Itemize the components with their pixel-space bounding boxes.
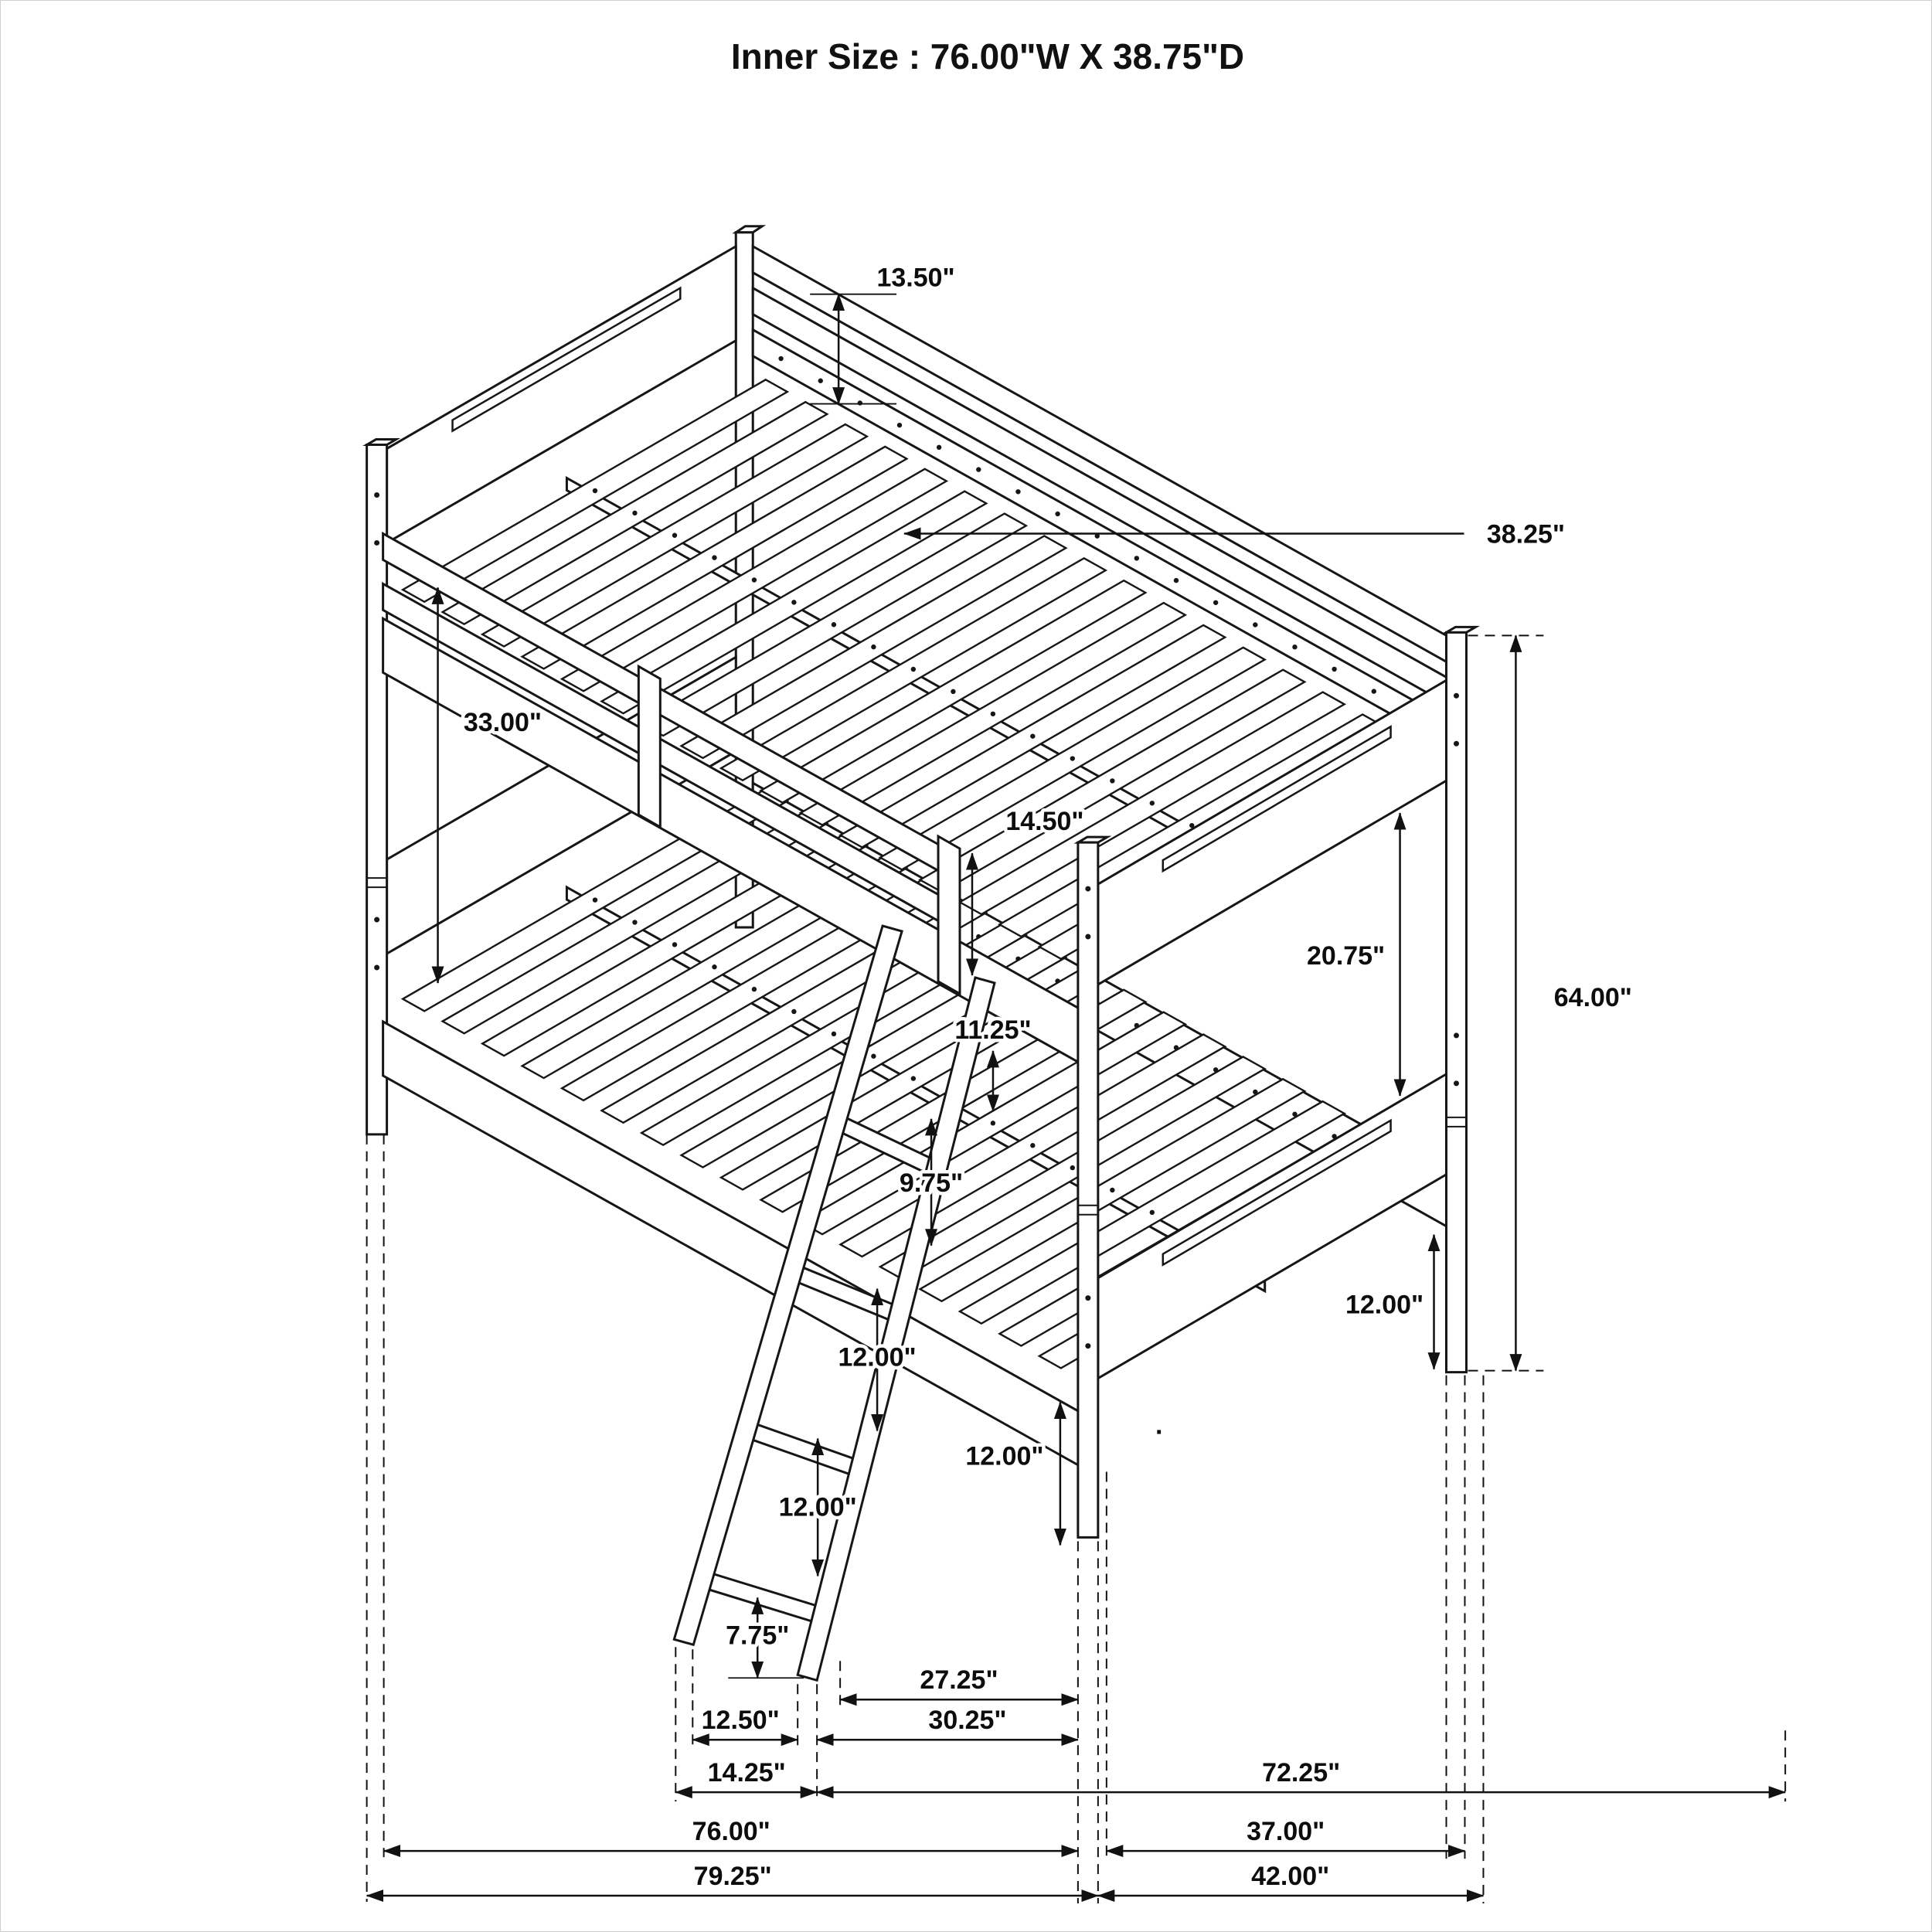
top-back-rails: [751, 244, 1448, 747]
dim-37-00: 37.00": [1105, 1814, 1466, 1858]
dim-label-37-00: 37.00": [1247, 1817, 1325, 1846]
dim-12-50: 12.50": [692, 1702, 799, 1747]
extension-lines: [366, 634, 1787, 1904]
dim-14-50: 14.50": [966, 804, 1087, 976]
dim-label-64-00: 64.00": [1554, 983, 1632, 1012]
dim-72-25: 72.25": [816, 1755, 1787, 1799]
dim-12-00-ladder-lower: 12.00": [775, 1437, 860, 1577]
dim-38-25: 38.25": [903, 516, 1568, 553]
dim-label-27-25: 27.25": [920, 1665, 998, 1695]
dim-64-00: 64.00": [1509, 634, 1635, 1372]
dim-label-38-25: 38.25": [1487, 519, 1565, 549]
dim-13-50: 13.50": [810, 260, 958, 405]
dim-27-25: 27.25": [839, 1662, 1079, 1706]
front-post: [1073, 835, 1112, 1539]
dim-label-42-00: 42.00": [1251, 1862, 1329, 1891]
dim-7-75: 7.75": [723, 1597, 804, 1679]
dim-33-00: 33.00": [431, 587, 546, 984]
dim-label-14-25: 14.25": [708, 1758, 786, 1787]
dim-11-25: 11.25": [951, 1012, 1035, 1112]
dim-label-12-00-ladder-upper: 12.00": [838, 1343, 917, 1372]
stray-period-mark: .: [1155, 1411, 1162, 1440]
dim-79-25: 79.25": [366, 1859, 1099, 1903]
dim-label-14-50: 14.50": [1005, 807, 1083, 836]
dim-20-75: 20.75": [1304, 812, 1406, 1097]
dim-12-00-front-post: 12.00": [962, 1401, 1066, 1546]
dim-14-25: 14.25": [675, 1755, 818, 1799]
dim-label-7-75: 7.75": [726, 1621, 789, 1650]
dimension-annotations: 13.50" 38.25" 33.00" 14.50" 20.75" 64.00…: [366, 260, 1787, 1904]
dim-label-13-50: 13.50": [876, 264, 954, 293]
dim-9-75: 9.75": [896, 1117, 967, 1247]
dim-label-9-75: 9.75": [900, 1168, 963, 1198]
right-post: [1441, 625, 1481, 1374]
top-slat-screws: [592, 488, 1234, 851]
dim-label-72-25: 72.25": [1262, 1758, 1340, 1787]
dim-label-76-00: 76.00": [692, 1817, 770, 1846]
dim-label-12-00-ladder-lower: 12.00": [779, 1492, 857, 1522]
ladder: [672, 924, 996, 1682]
top-rail-bolts: [778, 355, 1417, 716]
ladder-right-stringer: [796, 976, 996, 1682]
dim-76-00: 76.00": [383, 1814, 1079, 1858]
dim-label-12-00-front-post: 12.00": [965, 1441, 1043, 1471]
dim-label-33-00: 33.00": [464, 708, 542, 737]
diagram-title: Inner Size : 76.00"W X 38.75"D: [731, 36, 1244, 77]
dim-label-12-50: 12.50": [702, 1706, 780, 1735]
dim-label-30-25: 30.25": [928, 1706, 1006, 1735]
dim-12-00-ladder-upper: 12.00": [835, 1287, 920, 1432]
ladder-left-stringer: [672, 924, 903, 1647]
dim-label-79-25: 79.25": [694, 1862, 772, 1891]
dim-42-00: 42.00": [1097, 1859, 1485, 1903]
lower-footboard-panel: [1097, 1072, 1448, 1381]
dim-label-20-75: 20.75": [1307, 941, 1385, 971]
guard-rail: [382, 531, 961, 996]
dim-12-00-right-post: 12.00": [1342, 1233, 1440, 1370]
bed-drawing: [362, 225, 1481, 1682]
dim-label-12-00-right-post: 12.00": [1345, 1291, 1423, 1320]
dim-30-25: 30.25": [816, 1702, 1079, 1747]
dim-label-11-25: 11.25": [954, 1015, 1031, 1045]
